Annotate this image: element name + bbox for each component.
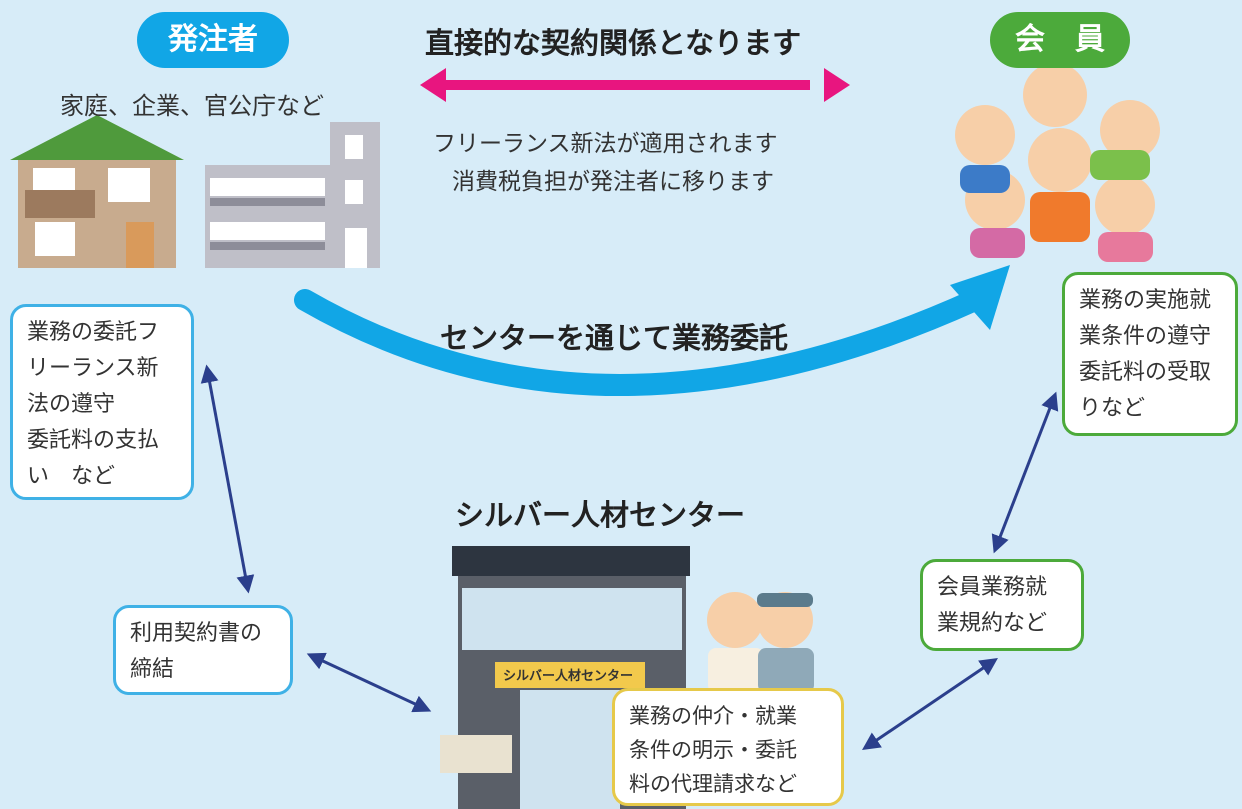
client-subtitle: 家庭、企業、官公庁など [60, 92, 324, 120]
member-rules-arrow [991, 391, 1059, 554]
center-title: シルバー人材センター [455, 498, 746, 532]
delegation-label: センターを通じて業務委託 [440, 321, 789, 355]
members-illustration [955, 63, 1160, 262]
center-building-illustration [440, 546, 690, 809]
consumption-tax-note: 消費税負担が発注者に移ります [452, 169, 774, 195]
rules-center-arrow [862, 657, 998, 751]
client-center-arrow [200, 364, 255, 594]
center-sign: シルバー人材センター [503, 669, 634, 684]
house-illustration [10, 115, 184, 268]
contract-center-arrow [306, 652, 432, 713]
delegation-arrow [294, 265, 1010, 396]
workers-illustration [707, 592, 814, 693]
client-duties-box: 業務の委託フ リーランス新 法の遵守 委託料の支払 い など [10, 304, 194, 500]
direct-contract-label: 直接的な契約関係となります [425, 26, 802, 60]
member-duties-box: 業務の実施就 業条件の遵守 委託料の受取 りなど [1062, 272, 1238, 436]
center-role-box: 業務の仲介・就業 条件の明示・委託 料の代理請求など [612, 688, 844, 806]
client-badge: 発注者 [137, 12, 289, 68]
contract-box: 利用契約書の 締結 [113, 605, 293, 695]
office-building-illustration [205, 122, 380, 268]
rules-box: 会員業務就 業規約など [920, 559, 1084, 651]
direct-contract-arrow [420, 68, 850, 102]
member-badge: 会 員 [990, 12, 1130, 68]
freelance-law-note: フリーランス新法が適用されます [433, 131, 778, 157]
